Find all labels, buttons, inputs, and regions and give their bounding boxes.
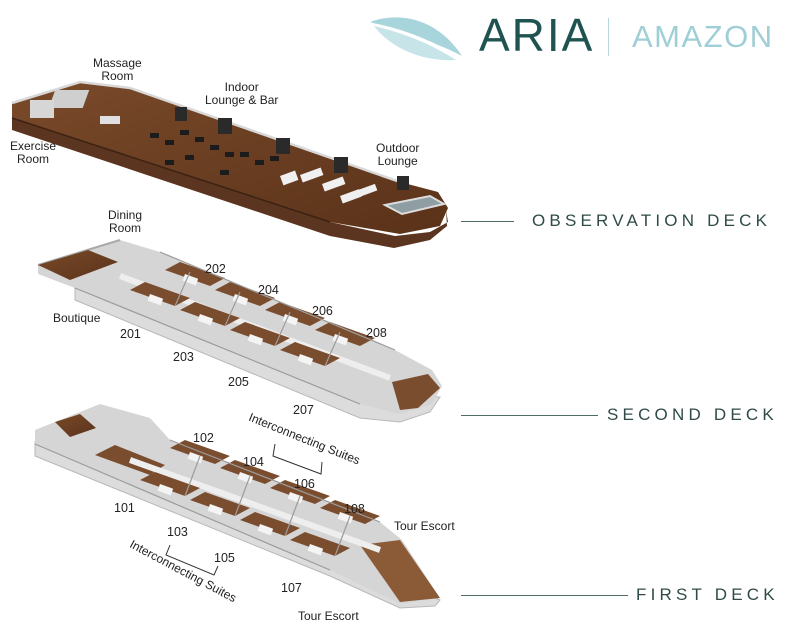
suite-104: 104 (243, 455, 264, 469)
interconnecting-bracket-lower (165, 544, 219, 576)
second-deck-leader (461, 415, 598, 416)
brand-subtitle: AMAZON (632, 19, 774, 54)
suite-203: 203 (173, 350, 194, 364)
leaf-logo-icon (370, 17, 462, 61)
observation-hull (12, 118, 448, 248)
outdoor-pool (382, 194, 447, 216)
first-deck-title: FIRST DECK (636, 585, 779, 604)
observation-deck-surface (12, 82, 448, 234)
suite-206: 206 (312, 304, 333, 318)
observation-deck-drawing (11, 80, 448, 248)
boutique-label: Boutique (53, 311, 101, 325)
brand-separator (608, 18, 609, 56)
suite-205: 205 (228, 375, 249, 389)
second-deck-title: SECOND DECK (607, 405, 778, 424)
observation-deck-leader (461, 221, 514, 222)
suite-204: 204 (258, 283, 279, 297)
suite-208: 208 (366, 326, 387, 340)
suite-101: 101 (114, 501, 135, 515)
suite-201: 201 (120, 327, 141, 341)
suite-207: 207 (293, 403, 314, 417)
interconnecting-bracket-upper (272, 443, 323, 475)
suite-103: 103 (167, 525, 188, 539)
suite-102: 102 (193, 431, 214, 445)
suite-106: 106 (294, 477, 315, 491)
first-deck-leader (461, 595, 628, 596)
tour-escort-label-lower: Tour Escort (298, 609, 359, 623)
suite-105: 105 (214, 551, 235, 565)
suite-107: 107 (281, 581, 302, 595)
observation-deck-title: OBSERVATION DECK (532, 211, 772, 230)
brand-name: ARIA (479, 9, 595, 61)
first-deck-drawing (34, 404, 441, 609)
suite-108: 108 (344, 502, 365, 516)
second-deck-drawing (37, 239, 442, 423)
suite-202: 202 (205, 262, 226, 276)
tour-escort-label-upper: Tour Escort (394, 519, 455, 533)
